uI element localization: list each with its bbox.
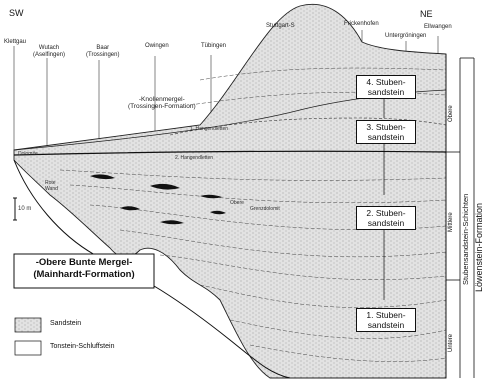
locality-tuebingen: Tübingen bbox=[201, 43, 226, 50]
unit-1-box: 1. Stuben-sandstein bbox=[356, 308, 416, 332]
formation-label: Löwenstein-Formation bbox=[474, 203, 482, 292]
scale-bar bbox=[13, 198, 17, 220]
unit-3-box: 3. Stuben-sandstein bbox=[356, 120, 416, 144]
locality-ellwangen: Ellwangen bbox=[424, 24, 452, 31]
unit-4-box: 4. Stuben-sandstein bbox=[356, 75, 416, 99]
locality-wutach: Wutach(Aselfingen) bbox=[33, 45, 65, 58]
mittlere-label: Mittlere bbox=[448, 212, 454, 232]
hangendletten-label: 2. Hangendletten bbox=[175, 155, 213, 161]
locality-baar: Baar(Trossingen) bbox=[86, 45, 119, 58]
obere-label: Obere bbox=[448, 105, 454, 122]
direction-sw: SW bbox=[9, 8, 24, 18]
locality-klettgau: Klettgau bbox=[4, 39, 26, 46]
locality-stuttgart: Stuttgart-S bbox=[266, 23, 295, 30]
direction-ne: NE bbox=[420, 9, 433, 19]
knollenmergel-label: -Knollenmergel-(Trossingen-Formation) bbox=[128, 97, 196, 110]
legend-swatch-tonstein bbox=[15, 341, 41, 355]
bunte-mergel-label: -Obere Bunte Mergel-(Mainhardt-Formation… bbox=[16, 257, 152, 281]
locality-frickenhofen: Frickenhofen bbox=[344, 21, 379, 28]
unit-2-box: 2. Stuben-sandstein bbox=[356, 206, 416, 230]
legend-swatch-sandstein bbox=[15, 318, 41, 332]
legend-label-sandstein: Sandstein bbox=[50, 320, 81, 327]
dolomite-label: Dolomite bbox=[18, 151, 38, 157]
locality-untergroeningen: Untergröningen bbox=[385, 33, 426, 40]
hangendletten-upper-label: 1. Hangendletten bbox=[190, 126, 228, 132]
schichten-label: Stubensandstein-Schichten bbox=[461, 194, 470, 285]
locality-owingen: Owingen bbox=[145, 43, 169, 50]
obere-gr-label: Obere bbox=[230, 200, 244, 206]
grenzdolomit-label: Grenzdolomit bbox=[250, 206, 280, 212]
scale-label: 10 m bbox=[18, 206, 31, 212]
untere-label: Untere bbox=[448, 334, 454, 352]
legend-label-tonstein: Tonstein-Schluffstein bbox=[50, 343, 114, 350]
